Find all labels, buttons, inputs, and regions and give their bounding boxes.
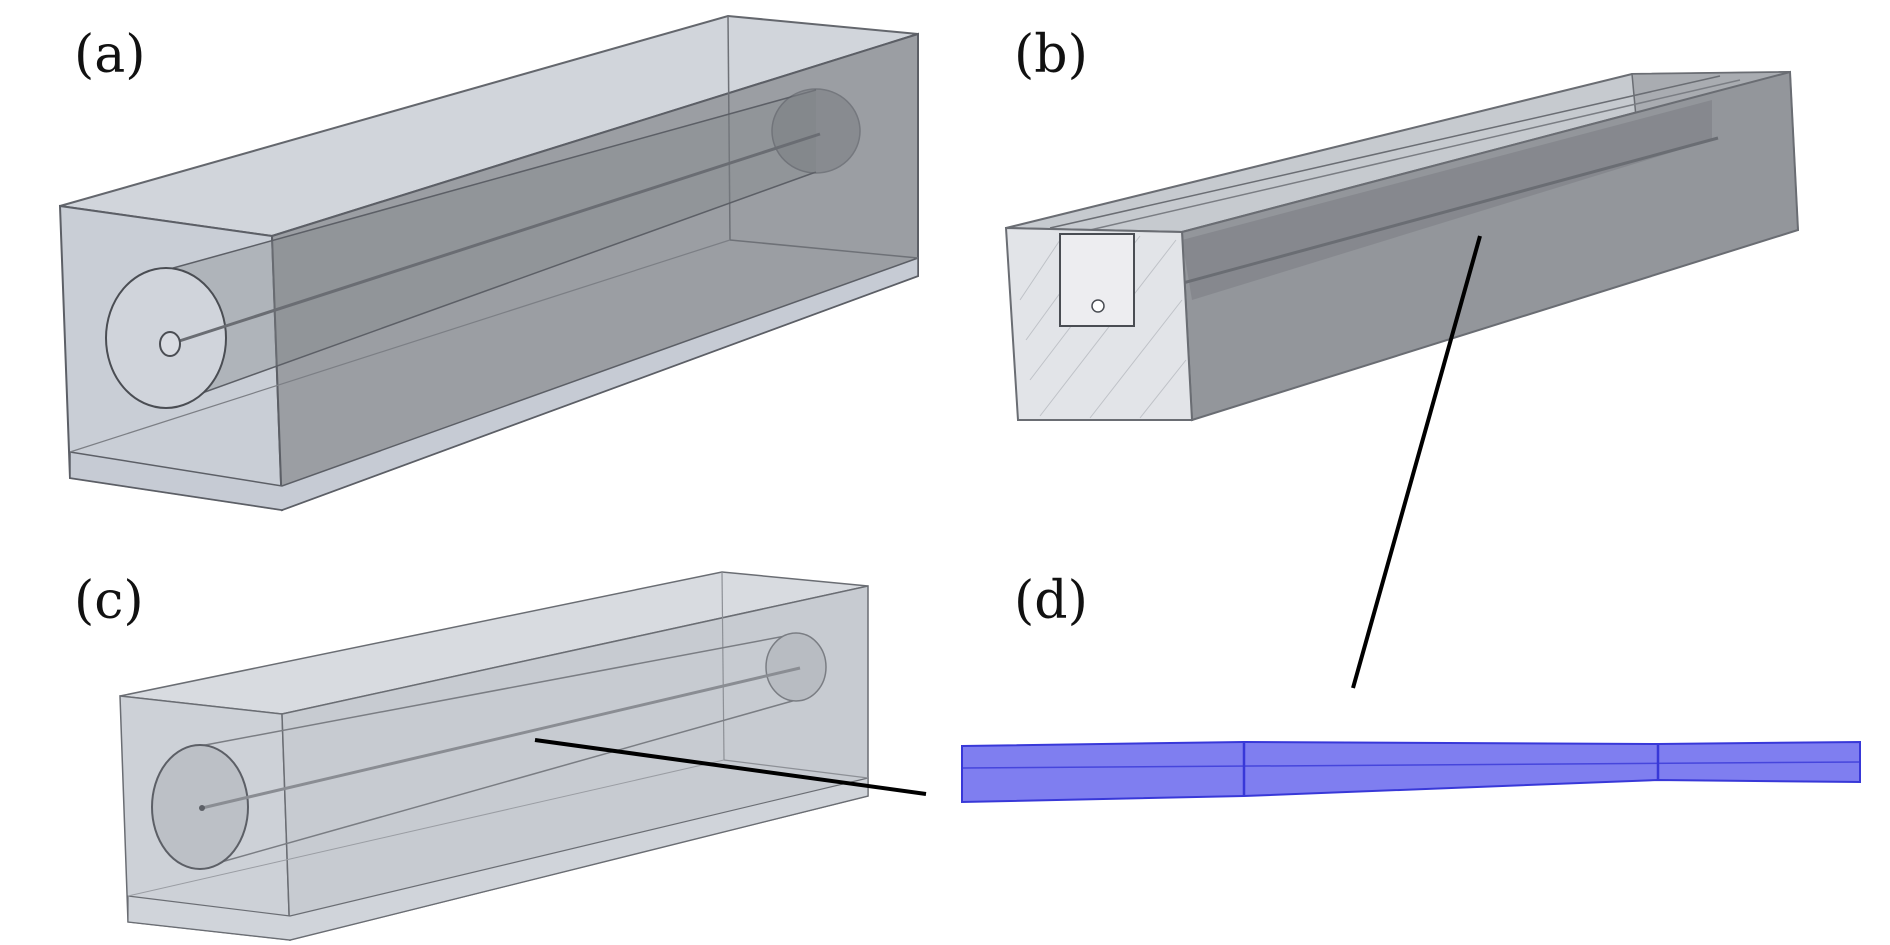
panel-b-inner-channel (1182, 100, 1712, 300)
leader-line-c-to-d (534, 738, 927, 796)
panel-d-geometry (961, 740, 1861, 804)
panel-c-bottom-strip (127, 777, 869, 941)
panel-label-c: (c) (74, 571, 144, 631)
panel-a-bottom-strip (69, 256, 919, 511)
panel-a-cylinder-far-end (771, 88, 861, 174)
panel-d-fiber-tube (961, 740, 1861, 804)
panel-c-geometry (119, 571, 869, 941)
panel-c-core (199, 805, 205, 811)
panel-label-a: (a) (74, 25, 146, 85)
panel-b-core (1091, 299, 1105, 313)
panel-c-cylinder-far-end (765, 632, 827, 702)
panel-a-geometry (58, 14, 919, 512)
panel-d-tube-centerline (961, 761, 1861, 769)
panel-b-geometry (1004, 70, 1800, 422)
leader-line-b-to-d (1351, 235, 1482, 689)
panel-a-cylinder-body (166, 90, 816, 406)
panel-label-b: (b) (1014, 25, 1088, 85)
panel-a-core (159, 331, 181, 357)
panel-label-d: (d) (1014, 571, 1088, 631)
